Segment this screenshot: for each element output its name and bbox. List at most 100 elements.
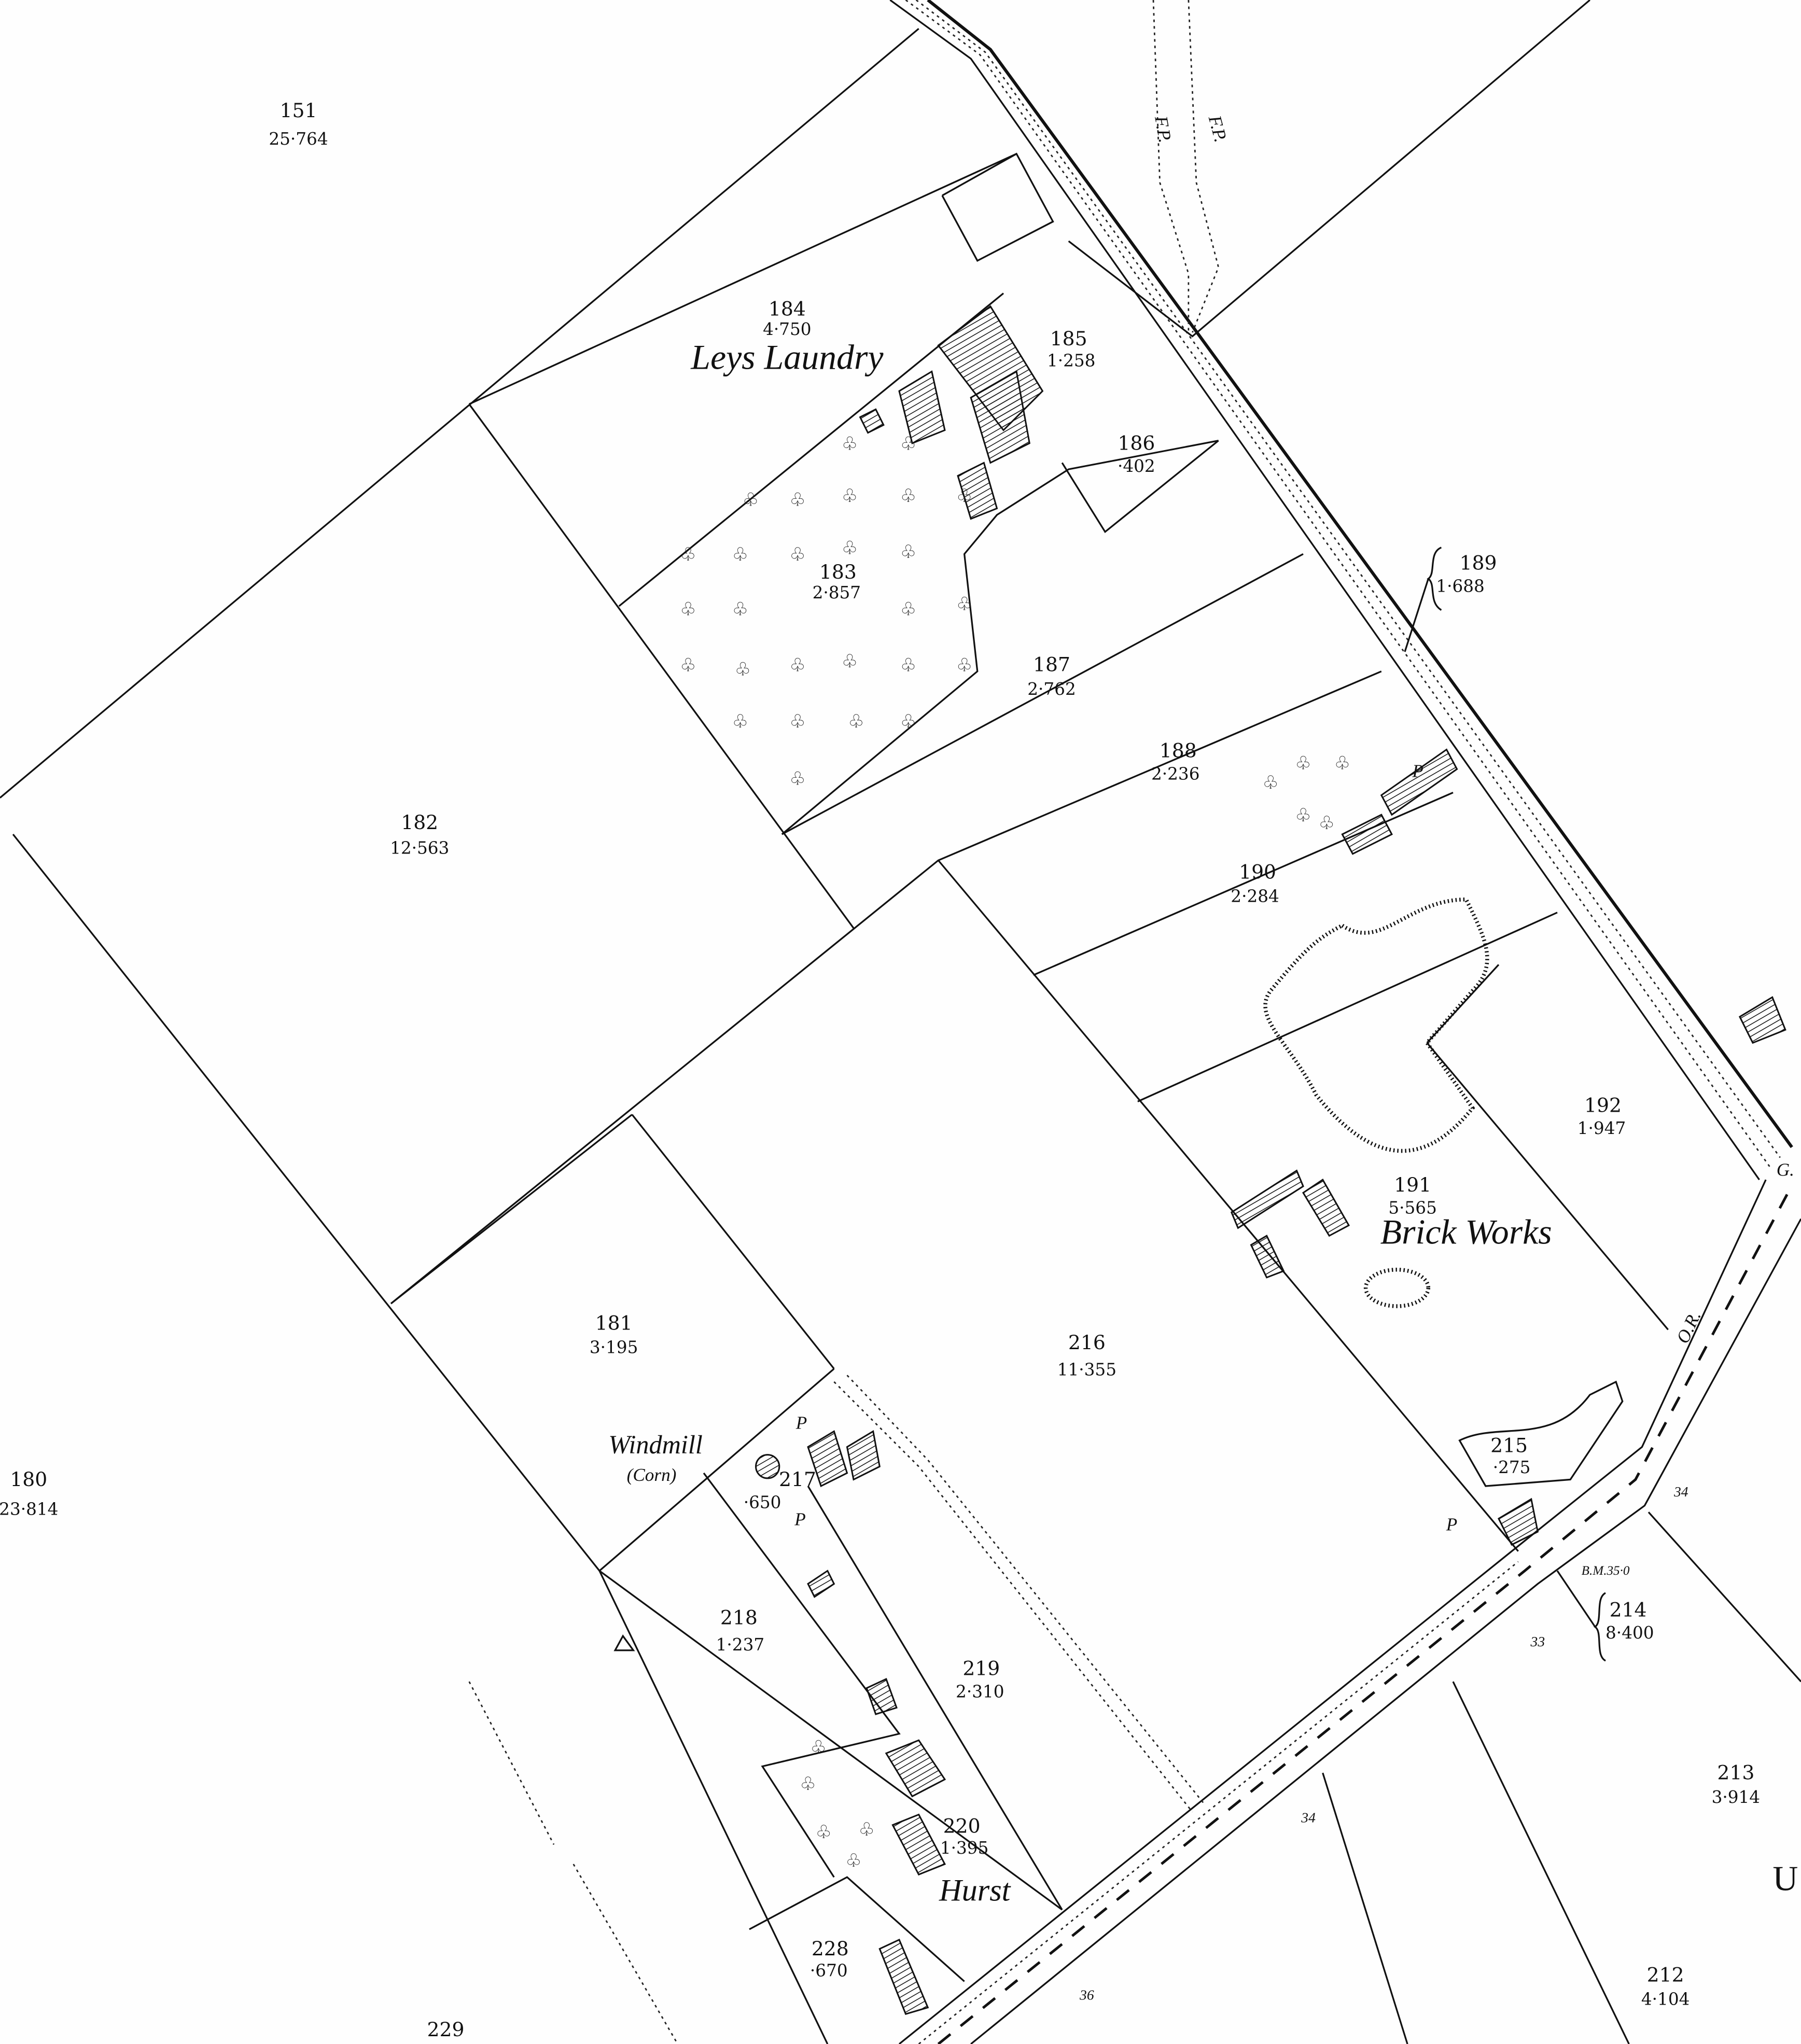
place-name-leys-laundry: Leys Laundry <box>690 338 884 376</box>
svg-text:♧: ♧ <box>1295 805 1311 826</box>
parcel-number: 220 <box>943 1815 981 1838</box>
parcel-area: 2·857 <box>813 583 861 603</box>
parcel-area: 1·688 <box>1436 576 1484 596</box>
svg-text:♧: ♧ <box>842 485 858 507</box>
main-road <box>889 0 1793 1181</box>
road-label: O.R. <box>1672 1308 1705 1347</box>
parcel-229: 229 <box>427 2018 464 2041</box>
place-name-brick-works: Brick Works <box>1380 1212 1552 1251</box>
parcel-217: 217·650 <box>744 1468 816 1513</box>
parcel-number: 192 <box>1584 1094 1622 1116</box>
parcel-215: 215·275 <box>1490 1434 1530 1477</box>
pump-label: P <box>795 1412 807 1433</box>
parcel-area: 11·355 <box>1057 1360 1116 1379</box>
parcel-190: 190 2·284 <box>1231 860 1279 906</box>
svg-text:♧: ♧ <box>789 768 806 789</box>
svg-text:♧: ♧ <box>900 711 917 732</box>
parcel-number: 215 <box>1490 1434 1528 1457</box>
svg-text:♧: ♧ <box>1295 752 1311 774</box>
footpath-label: F.P. <box>1151 114 1176 144</box>
parcel-area: 3·195 <box>590 1338 638 1357</box>
place-name-hurst: Hurst <box>939 1873 1011 1908</box>
pump-label: P <box>1446 1514 1457 1534</box>
parcel-area: 4·104 <box>1641 1990 1690 2009</box>
svg-text:♧: ♧ <box>789 711 806 732</box>
svg-text:♧: ♧ <box>842 433 858 454</box>
lower-road <box>898 1179 1801 2044</box>
svg-text:♧: ♧ <box>842 651 858 672</box>
parcel-228: 228·670 <box>810 1937 849 1980</box>
windmill-note: (Corn) <box>627 1465 677 1485</box>
svg-text:♧: ♧ <box>800 1773 816 1795</box>
parcel-number: 187 <box>1033 653 1070 676</box>
svg-text:♧: ♧ <box>900 655 917 676</box>
svg-text:♧: ♧ <box>845 1850 862 1871</box>
parcel-area: 2·284 <box>1231 887 1279 906</box>
parcel-number: 180 <box>10 1468 47 1491</box>
parcel-181: 181 3·195 <box>590 1311 638 1357</box>
svg-text:♧: ♧ <box>743 489 759 510</box>
parcel-number: 189 <box>1460 552 1497 575</box>
parcel-number: 228 <box>812 1937 849 1960</box>
buildings <box>613 305 1786 2015</box>
parcel-number: 191 <box>1394 1173 1431 1196</box>
svg-text:♧: ♧ <box>732 544 749 565</box>
parcel-number: 181 <box>595 1311 633 1334</box>
edge-label: G. <box>1777 1160 1794 1180</box>
parcel-area: ·670 <box>810 1961 848 1980</box>
pump-label: P <box>794 1509 805 1529</box>
edge-label: U <box>1772 1859 1798 1898</box>
spot-height: 34 <box>1301 1810 1316 1826</box>
spot-height: 33 <box>1530 1633 1545 1649</box>
benchmark-label: B.M.35·0 <box>1582 1564 1630 1578</box>
parcel-number: 186 <box>1118 431 1155 454</box>
svg-text:♧: ♧ <box>680 655 696 676</box>
spot-height: 36 <box>1079 1987 1094 2003</box>
svg-text:♧: ♧ <box>848 711 864 732</box>
svg-text:♧: ♧ <box>732 599 749 620</box>
orchard-trees: ♧♧♧♧♧♧♧ ♧♧♧♧♧ ♧♧♧♧ ♧♧♧♧♧♧ ♧♧♧♧ ♧ ♧♧♧♧♧ ♧… <box>680 433 1350 1871</box>
parcel-number: 219 <box>962 1657 1000 1680</box>
svg-text:♧: ♧ <box>735 659 751 680</box>
parcel-number: 184 <box>769 297 806 320</box>
parcel-number: 185 <box>1050 327 1087 350</box>
parcel-number: 229 <box>427 2018 464 2041</box>
clay-pits <box>1263 897 1624 1487</box>
spot-height: 34 <box>1673 1483 1688 1500</box>
svg-text:♧: ♧ <box>900 485 917 507</box>
parcel-area: 1·947 <box>1577 1118 1626 1138</box>
footpath-label: F.P. <box>1204 113 1231 145</box>
svg-text:♧: ♧ <box>789 655 806 676</box>
parcel-area: ·650 <box>744 1493 781 1513</box>
annotations: F.P. F.P. P P P P B.M.35·0 34 33 34 36 O… <box>794 113 1798 2003</box>
pump-label: P <box>1412 761 1423 781</box>
parcel-area: 2·236 <box>1151 764 1199 783</box>
parcel-area: 25·764 <box>269 129 328 149</box>
svg-text:♧: ♧ <box>956 485 973 507</box>
parcel-216: 216 11·355 <box>1057 1331 1116 1379</box>
place-name-windmill: Windmill <box>608 1430 702 1459</box>
triangulation-point <box>613 1634 635 1651</box>
parcel-number: 213 <box>1717 1761 1754 1784</box>
parcel-number: 190 <box>1239 860 1276 883</box>
parcel-area: ·402 <box>1118 456 1155 476</box>
parcel-number: 182 <box>401 811 438 834</box>
parcel-number: 183 <box>819 561 857 583</box>
parcel-number: 216 <box>1068 1331 1106 1354</box>
parcel-number: 218 <box>720 1606 758 1629</box>
